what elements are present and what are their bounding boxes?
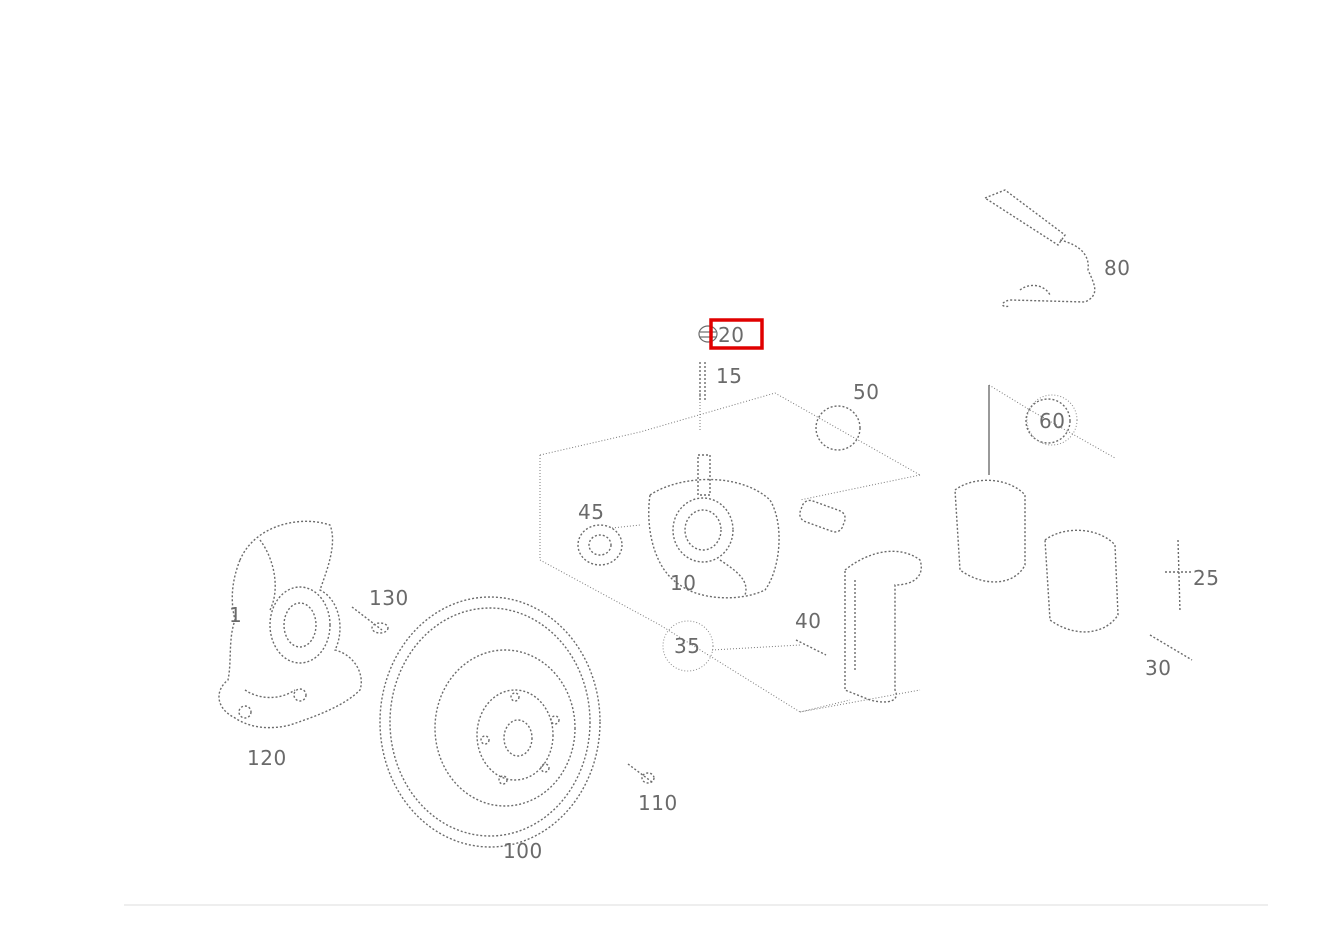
steering-knuckle-part bbox=[218, 520, 362, 729]
callout-1[interactable]: 1 bbox=[229, 603, 242, 627]
caliper-bracket-part bbox=[795, 550, 922, 703]
wear-sensor-part bbox=[983, 189, 1096, 308]
callout-15[interactable]: 15 bbox=[716, 364, 742, 388]
bolt-130-part bbox=[351, 606, 389, 634]
callout-110[interactable]: 110 bbox=[638, 791, 678, 815]
dust-cap-20-part bbox=[698, 325, 718, 343]
callout-80[interactable]: 80 bbox=[1104, 256, 1130, 280]
leader-lines bbox=[539, 384, 1116, 713]
callout-labels: 1 10 15 20 25 30 35 40 45 50 60 80 100 1… bbox=[229, 256, 1219, 863]
callout-45[interactable]: 45 bbox=[578, 500, 604, 524]
spring-30-part bbox=[1149, 634, 1193, 661]
callout-20[interactable]: 20 bbox=[718, 323, 744, 347]
brake-caliper-part bbox=[648, 454, 780, 599]
callout-50[interactable]: 50 bbox=[853, 380, 879, 404]
pin-25-part bbox=[1165, 539, 1192, 613]
brake-disc-part bbox=[379, 596, 601, 848]
callout-40[interactable]: 40 bbox=[795, 609, 821, 633]
callout-rings bbox=[662, 394, 1078, 672]
callout-35[interactable]: 35 bbox=[674, 634, 700, 658]
callout-120[interactable]: 120 bbox=[247, 746, 287, 770]
piston-50-part bbox=[815, 405, 861, 451]
brake-pads-part bbox=[954, 398, 1119, 633]
callout-60[interactable]: 60 bbox=[1039, 409, 1065, 433]
callout-100[interactable]: 100 bbox=[503, 839, 543, 863]
callout-30[interactable]: 30 bbox=[1145, 656, 1171, 680]
callout-130[interactable]: 130 bbox=[369, 586, 409, 610]
callout-10[interactable]: 10 bbox=[670, 571, 696, 595]
highlighted-callout-box bbox=[709, 318, 764, 350]
callout-25[interactable]: 25 bbox=[1193, 566, 1219, 590]
seal-ring-part bbox=[799, 499, 846, 533]
screw-110-part bbox=[627, 763, 655, 784]
bleeder-screw-part bbox=[699, 362, 706, 400]
cap-45-part bbox=[577, 524, 623, 566]
